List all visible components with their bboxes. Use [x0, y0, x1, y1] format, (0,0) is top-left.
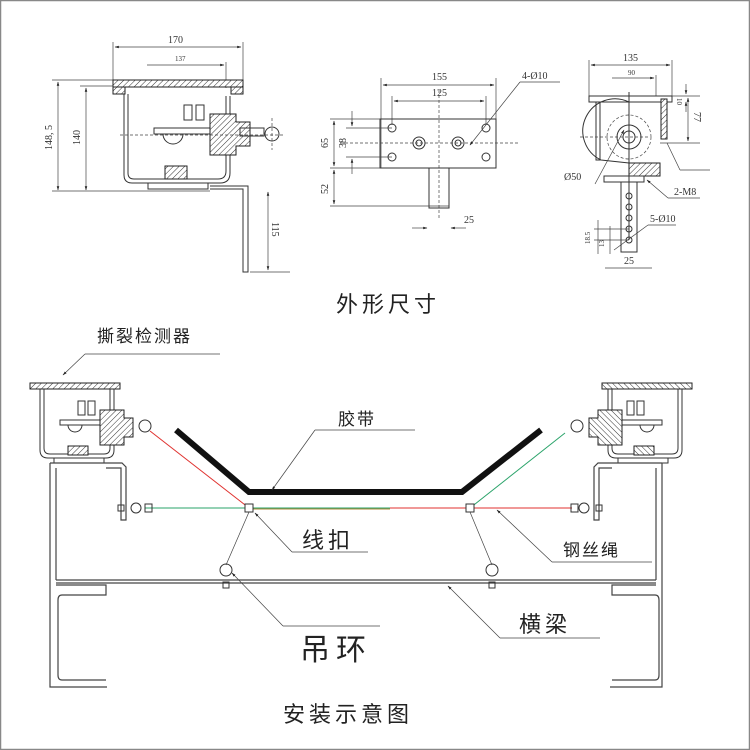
wheel-diameter: Ø50	[564, 172, 581, 183]
label-wire-rope: 钢丝绳	[563, 541, 620, 561]
lifting-ring-left	[219, 563, 233, 577]
rope-right-upper	[469, 432, 566, 509]
dim-hole-pitch-a: 18.5	[584, 231, 592, 244]
holes-note: 4-Ø10	[522, 71, 548, 82]
dim-hole-spacing-x: 125	[432, 88, 447, 99]
conveyor-belt	[174, 427, 543, 495]
plate-view: 155 125 4-Ø10 65 38 52 25	[320, 71, 560, 230]
dim-width-overall: 170	[168, 35, 183, 46]
wire-clip-right	[465, 503, 475, 513]
wire-clip-left	[244, 503, 254, 513]
dim-stem-width: 25	[464, 215, 474, 226]
dim-height-overall: 148, 5	[44, 125, 55, 150]
dim-plate-width: 155	[432, 72, 447, 83]
right-detector	[570, 382, 693, 464]
left-detector	[29, 382, 152, 464]
lifting-ring-right	[485, 563, 499, 577]
title-installation-diagram: 安装示意图	[283, 703, 413, 728]
dim-strip-width: 25	[624, 256, 634, 267]
label-belt: 胶带	[338, 410, 376, 430]
dim-top-offset: 10	[675, 98, 683, 106]
label-crossbeam: 横梁	[519, 613, 571, 638]
label-tear-detector: 撕裂检测器	[97, 327, 192, 347]
side-view: 135 90 77 10 Ø50 2-M	[564, 53, 710, 269]
dim-side-width-inner: 90	[628, 69, 636, 77]
rope-left-upper	[149, 430, 250, 509]
dim-shaft-height: 77	[691, 112, 702, 122]
dim-bracket-height: 115	[269, 222, 280, 237]
title-outline-dimensions: 外形尺寸	[336, 293, 440, 318]
dim-height-body: 140	[72, 130, 83, 145]
label-lifting-ring: 吊环	[300, 633, 372, 668]
dim-stem-height: 52	[320, 184, 331, 194]
front-view: 170 137 148, 5 140 115	[44, 35, 290, 273]
dim-side-width: 135	[623, 53, 638, 64]
label-wire-clip: 线扣	[302, 529, 354, 554]
installation-view: 撕裂检测器	[29, 327, 693, 688]
dim-hole-pitch-b: 13	[598, 240, 606, 248]
dim-hole-spacing-y: 38	[338, 138, 349, 148]
dim-width-inner: 137	[175, 55, 186, 63]
dim-plate-height: 65	[320, 138, 331, 148]
holes-note-side: 5-Ø10	[650, 214, 676, 225]
screw-note: 2-M8	[674, 187, 696, 198]
